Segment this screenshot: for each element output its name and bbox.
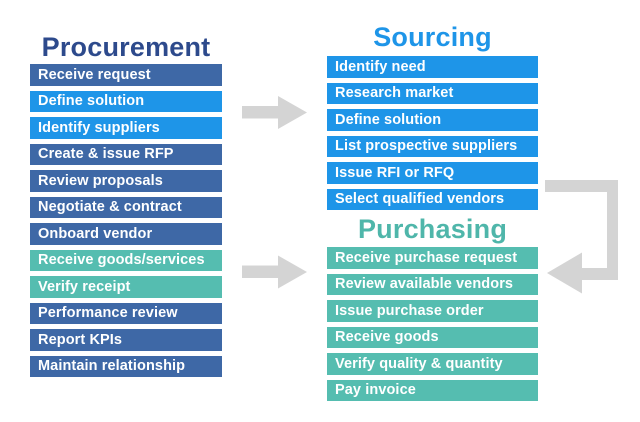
step-review-proposals: Review proposals bbox=[30, 170, 222, 192]
step-receive-goods-services: Receive goods/services bbox=[30, 249, 222, 271]
purchasing-section: Purchasing Receive purchase request Revi… bbox=[327, 214, 538, 401]
step-select-qualified-vendors: Select qualified vendors bbox=[327, 188, 538, 210]
step-verify-receipt: Verify receipt bbox=[30, 276, 222, 298]
step-define-solution: Define solution bbox=[30, 90, 222, 112]
sourcing-section: Sourcing Identify need Research market D… bbox=[327, 22, 538, 210]
step-receive-purchase-request: Receive purchase request bbox=[327, 247, 538, 269]
step-negotiate-contract: Negotiate & contract bbox=[30, 196, 222, 218]
step-maintain-relationship: Maintain relationship bbox=[30, 355, 222, 377]
purchasing-title: Purchasing bbox=[357, 214, 508, 244]
purchasing-steps: Receive purchase request Review availabl… bbox=[327, 247, 538, 401]
sourcing-steps: Identify need Research market Define sol… bbox=[327, 56, 538, 210]
step-receive-goods: Receive goods bbox=[327, 326, 538, 348]
step-define-solution-sourcing: Define solution bbox=[327, 109, 538, 131]
step-issue-purchase-order: Issue purchase order bbox=[327, 300, 538, 322]
procurement-section: Procurement Receive request Define solut… bbox=[30, 32, 222, 377]
procurement-steps: Receive request Define solution Identify… bbox=[30, 64, 222, 377]
step-identify-need: Identify need bbox=[327, 56, 538, 78]
step-onboard-vendor: Onboard vendor bbox=[30, 223, 222, 245]
sourcing-title: Sourcing bbox=[373, 22, 492, 52]
step-pay-invoice: Pay invoice bbox=[327, 379, 538, 401]
step-review-available-vendors: Review available vendors bbox=[327, 273, 538, 295]
step-report-kpis: Report KPIs bbox=[30, 329, 222, 351]
step-create-issue-rfp: Create & issue RFP bbox=[30, 143, 222, 165]
step-identify-suppliers: Identify suppliers bbox=[30, 117, 222, 139]
step-issue-rfi-or-rfq: Issue RFI or RFQ bbox=[327, 162, 538, 184]
step-receive-request: Receive request bbox=[30, 64, 222, 86]
arrow-right-procurement-to-purchasing-icon bbox=[242, 255, 307, 289]
step-performance-review: Performance review bbox=[30, 302, 222, 324]
step-verify-quality-quantity: Verify quality & quantity bbox=[327, 353, 538, 375]
step-list-prospective-suppliers: List prospective suppliers bbox=[327, 135, 538, 157]
procurement-title: Procurement bbox=[41, 32, 211, 62]
arrow-elbow-sourcing-to-purchasing-icon bbox=[545, 180, 618, 294]
arrow-right-procurement-to-sourcing-icon bbox=[242, 96, 307, 129]
step-research-market: Research market bbox=[327, 82, 538, 104]
